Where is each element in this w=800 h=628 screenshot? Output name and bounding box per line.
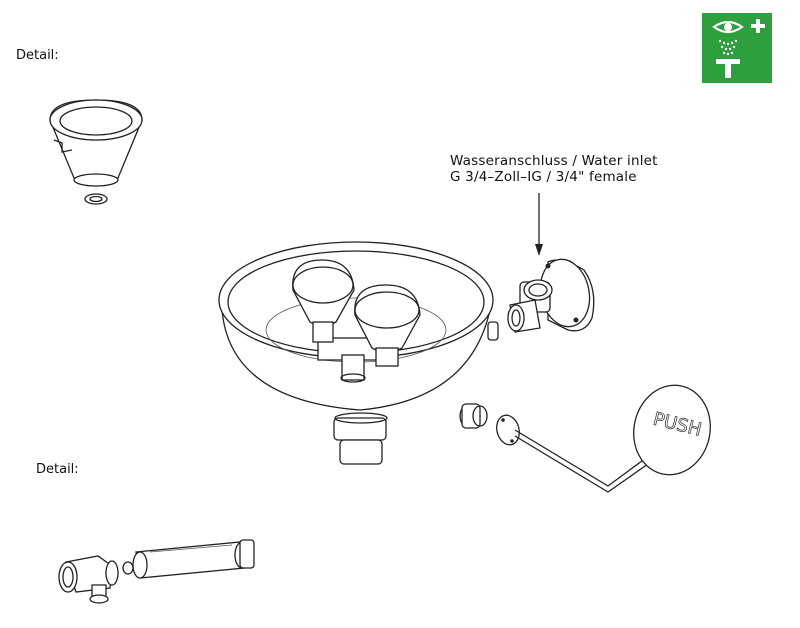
detail-label-top: Detail: [16, 48, 59, 63]
inlet-arrow [535, 193, 543, 256]
eyewash-safety-sign-icon [702, 13, 772, 83]
water-inlet-label-line1: Wasseranschluss / Water inlet [450, 153, 658, 169]
detail-valve-pipe [58, 539, 255, 604]
detail-label-bottom: Detail: [36, 462, 79, 477]
push-lever: PUSH [459, 384, 711, 493]
water-inlet-label: Wasseranschluss / Water inlet G 3/4–Zoll… [450, 153, 658, 185]
detail-funnel [49, 99, 143, 205]
spray-heads [292, 259, 421, 383]
water-inlet-label-line2: G 3/4–Zoll–IG / 3/4" female [450, 169, 637, 185]
water-inlet-fitting [507, 258, 595, 333]
